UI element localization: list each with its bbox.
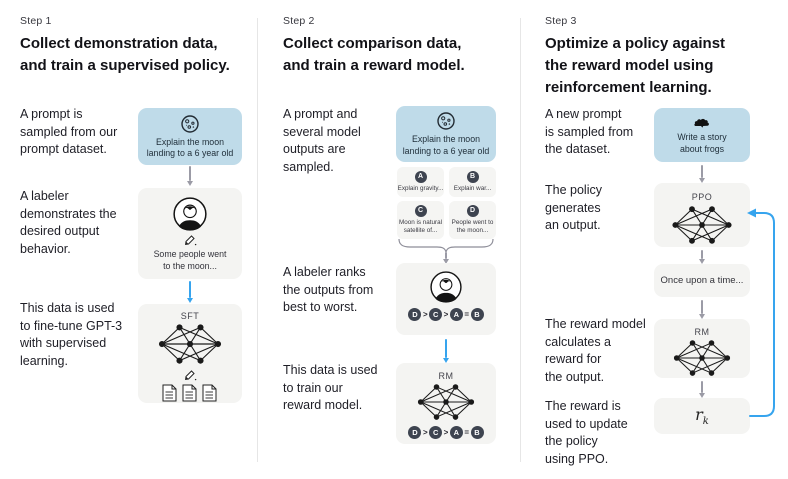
rank-letter: A bbox=[449, 426, 463, 439]
step2-headline: Collect comparison data, and train a rew… bbox=[283, 35, 465, 74]
rank-separator: > bbox=[443, 310, 449, 319]
feedback-loop-arrow-icon bbox=[747, 208, 775, 417]
arrow-down-icon bbox=[442, 339, 449, 363]
arrow-down-icon bbox=[698, 300, 705, 319]
rank-letter: D bbox=[408, 308, 422, 321]
output-card-c: C Moon is natural satellite of... bbox=[397, 201, 444, 239]
step2-labeler-box: D > C > A = B bbox=[396, 263, 496, 335]
step3-para-reward-model: The reward model calculates a reward for… bbox=[545, 317, 646, 384]
step1-para-data: This data is used to fine-tune GPT-3 wit… bbox=[20, 301, 123, 368]
neural-network-icon bbox=[673, 340, 731, 376]
step2-prompt-text: Explain the moon landing to a 6 year old bbox=[402, 134, 490, 156]
output-letter-badge: A bbox=[414, 171, 427, 183]
output-caption: Moon is natural satellite of... bbox=[398, 219, 443, 234]
column-divider bbox=[257, 18, 258, 462]
step3-para-prompt: A new prompt is sampled from the dataset… bbox=[545, 107, 634, 156]
step3-para-reward-update: The reward is used to update the policy … bbox=[545, 399, 628, 466]
arrow-down-icon bbox=[698, 165, 705, 183]
step3-label: Step 3 bbox=[545, 15, 577, 27]
step3-reward-box: rk bbox=[654, 398, 750, 434]
step3-output-text: Once upon a time... bbox=[660, 275, 744, 286]
rank-separator: > bbox=[422, 428, 428, 437]
step3-headline: Optimize a policy against the reward mod… bbox=[545, 35, 726, 96]
rank-separator: = bbox=[464, 310, 469, 319]
neural-network-icon bbox=[158, 324, 222, 364]
step1-headline: Collect demonstration data, and train a … bbox=[20, 35, 230, 74]
rank-letter: B bbox=[470, 308, 484, 321]
rank-separator: = bbox=[464, 428, 469, 437]
rank-letter: A bbox=[449, 308, 463, 321]
rank-letter: C bbox=[429, 308, 443, 321]
step3-output-box: Once upon a time... bbox=[654, 264, 750, 297]
column-divider bbox=[520, 18, 521, 462]
ppo-label: PPO bbox=[691, 192, 713, 202]
output-letter-badge: C bbox=[414, 205, 427, 217]
output-caption: People went to the moon... bbox=[451, 219, 494, 234]
rank-separator: > bbox=[422, 310, 428, 319]
rm-label: RM bbox=[694, 327, 710, 337]
arrow-down-icon bbox=[186, 166, 193, 186]
output-caption: Explain gravity... bbox=[397, 185, 444, 192]
reward-value: rk bbox=[695, 404, 709, 428]
output-letter-badge: B bbox=[466, 171, 479, 183]
pencil-icon bbox=[185, 370, 197, 381]
step2-rm-box: RM D > C > A = B bbox=[396, 363, 496, 444]
step2-prompt-box: Explain the moon landing to a 6 year old bbox=[396, 106, 496, 162]
arrow-down-icon bbox=[186, 281, 193, 303]
rank-letter: B bbox=[470, 426, 484, 439]
output-caption: Explain war... bbox=[453, 185, 492, 192]
arrow-down-icon bbox=[442, 252, 449, 264]
step1-label: Step 1 bbox=[20, 15, 52, 27]
step1-prompt-box: Explain the moon landing to a 6 year old bbox=[138, 108, 242, 165]
step2-label: Step 2 bbox=[283, 15, 315, 27]
step2-para-data: This data is used to train our reward mo… bbox=[283, 363, 378, 412]
step1-prompt-text: Explain the moon landing to a 6 year old bbox=[146, 136, 234, 159]
rank-letter: D bbox=[408, 426, 422, 439]
frog-icon bbox=[694, 118, 709, 128]
labeler-avatar-icon bbox=[430, 271, 462, 303]
output-card-b: B Explain war... bbox=[449, 167, 496, 197]
curly-brace-icon bbox=[398, 238, 494, 253]
step3-rm-box: RM bbox=[654, 319, 750, 378]
step2-para-prompt: A prompt and several model outputs are s… bbox=[283, 107, 361, 174]
neural-network-icon bbox=[417, 384, 475, 420]
output-card-a: A Explain gravity... bbox=[397, 167, 444, 197]
output-letter-badge: D bbox=[466, 205, 479, 217]
moon-icon bbox=[437, 112, 455, 130]
rank-letter: C bbox=[429, 426, 443, 439]
step1-para-prompt: A prompt is sampled from our prompt data… bbox=[20, 107, 118, 156]
step3-prompt-box: Write a story about frogs bbox=[654, 108, 750, 162]
rank-separator: > bbox=[443, 428, 449, 437]
labeler-avatar-icon bbox=[173, 197, 207, 231]
pencil-icon bbox=[185, 235, 197, 246]
step1-para-labeler: A labeler demonstrates the desired outpu… bbox=[20, 189, 117, 256]
arrow-down-icon bbox=[698, 250, 705, 264]
step3-ppo-box: PPO bbox=[654, 183, 750, 247]
step3-para-policy: The policy generates an output. bbox=[545, 183, 602, 232]
arrow-down-icon bbox=[698, 381, 705, 398]
step1-sft-box: SFT bbox=[138, 304, 242, 403]
sft-label: SFT bbox=[180, 311, 200, 321]
documents-icon bbox=[162, 384, 217, 402]
neural-network-icon bbox=[672, 206, 732, 244]
step2-para-labeler: A labeler ranks the outputs from best to… bbox=[283, 265, 374, 314]
step1-labeler-box: Some people went to the moon... bbox=[138, 188, 242, 279]
step1-labeler-output-text: Some people went to the moon... bbox=[153, 249, 227, 271]
output-card-d: D People went to the moon... bbox=[449, 201, 496, 239]
ranking-row: D > C > A = B bbox=[408, 308, 484, 321]
moon-icon bbox=[181, 114, 199, 133]
rm-label: RM bbox=[438, 371, 454, 381]
ranking-row: D > C > A = B bbox=[408, 426, 484, 439]
step3-prompt-text: Write a story about frogs bbox=[677, 132, 727, 154]
